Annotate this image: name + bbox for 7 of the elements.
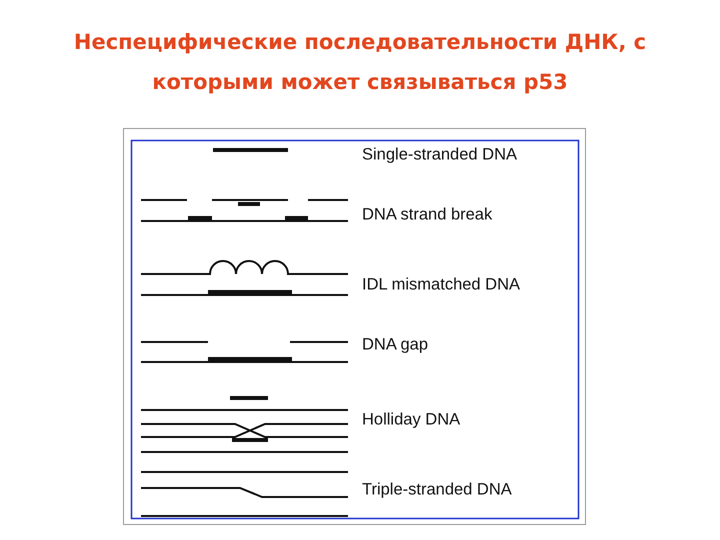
structure-label: Holliday DNA bbox=[362, 410, 460, 430]
title: Неспецифические последовательности ДНК, с которыми может связываться p53 bbox=[72, 29, 648, 96]
structure-label: IDL mismatched DNA bbox=[362, 276, 520, 294]
structure-label: DNA gap bbox=[362, 336, 428, 354]
structure-label: Single-stranded DNA bbox=[362, 146, 517, 164]
structure-label: DNA strand break bbox=[362, 206, 492, 224]
structure-label: Triple-stranded DNA bbox=[362, 480, 512, 500]
